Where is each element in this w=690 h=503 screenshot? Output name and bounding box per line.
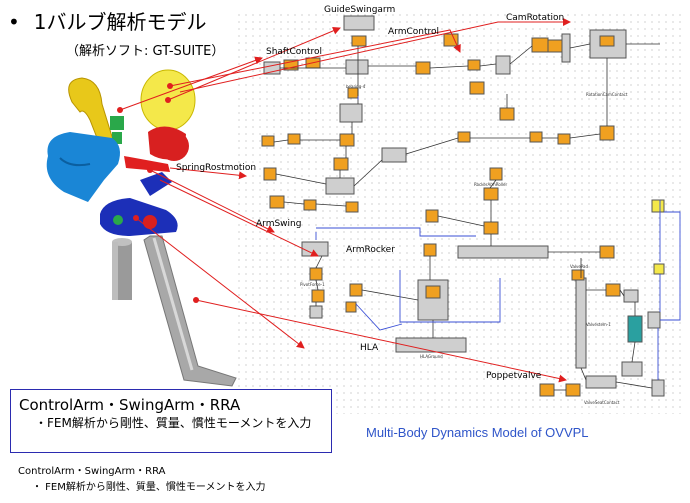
title-bullet: • <box>8 10 20 34</box>
component-valve-seat-contact: ValveSeatContact <box>584 400 620 405</box>
label-arm-swing: ArmSwing <box>256 219 301 229</box>
label-cam-rotation: CamRotation <box>506 13 564 23</box>
label-poppet-valve: Poppetvalve <box>486 371 542 381</box>
diagram-grid-background <box>236 14 686 414</box>
component-note-box: ControlArm・SwingArm・RRA ・FEM解析から剛性、質量、慣性… <box>10 389 332 453</box>
component-valve-pad: ValvePad <box>570 264 589 269</box>
component-rotation-cam-contact: RotationCamContact <box>586 92 628 97</box>
label-shaft-control: ShaftControl <box>266 47 322 57</box>
footnote: ControlArm・SwingArm・RRA ・ FEM解析から剛性、質量、慣… <box>18 462 265 493</box>
component-rocker-arm-roller: RockerArmRoller <box>474 182 507 187</box>
model-caption: Multi-Body Dynamics Model of OVVPL <box>366 425 589 440</box>
note-heading: ControlArm・SwingArm・RRA <box>19 396 241 414</box>
diagram-connectors <box>273 43 660 391</box>
diagram-blocks <box>261 15 665 397</box>
label-hla: HLA <box>360 343 379 353</box>
poppet-valve <box>143 235 237 387</box>
label-arm-control: ArmControl <box>388 27 439 37</box>
label-guide-swingarm: GuideSwingarm <box>324 5 395 15</box>
title-text: 1バルブ解析モデル <box>33 10 207 34</box>
label-spring-rostmotion: SpringRostmotion <box>176 163 256 173</box>
footnote-line1: ControlArm・SwingArm・RRA <box>18 466 166 477</box>
slide-title: • 1バルブ解析モデル <box>8 6 207 35</box>
component-valve-stem: Valvestem-1 <box>586 322 611 327</box>
slide-subtitle: （解析ソフト: GT-SUITE） <box>66 44 225 59</box>
diagram-signal-lines <box>315 96 681 380</box>
component-hla-ground: HLAGround <box>420 354 443 359</box>
label-arm-rocker: ArmRocker <box>346 245 395 255</box>
swing-arm-blue <box>46 132 120 202</box>
component-bearing: bearing-4 <box>346 84 366 89</box>
diagram-leader-arrows <box>119 18 571 383</box>
note-bullet: ・FEM解析から剛性、質量、慣性モーメントを入力 <box>35 416 312 430</box>
diagram-arrow-dots <box>117 83 199 303</box>
footnote-line2: ・ FEM解析から剛性、質量、慣性モーメントを入力 <box>32 482 266 493</box>
component-pivot-force: PivotForce-1 <box>300 282 325 287</box>
